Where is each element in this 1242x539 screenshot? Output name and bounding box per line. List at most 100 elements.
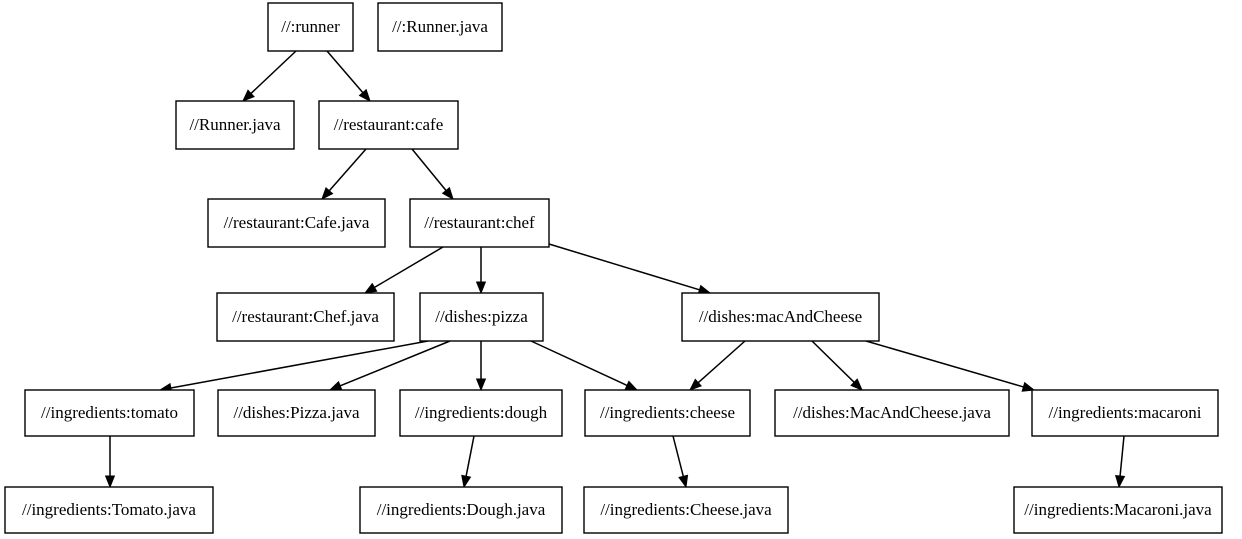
node-label: //ingredients:Tomato.java (22, 500, 196, 519)
node-label: //dishes:MacAndCheese.java (793, 403, 991, 422)
edge-line (697, 340, 746, 384)
graph-node[interactable]: //ingredients:Dough.java (359, 486, 563, 534)
edge-arrowhead-icon (678, 474, 689, 489)
edge-line (339, 340, 451, 387)
edge-arrowhead-icon (624, 380, 639, 391)
node-label: //ingredients:cheese (600, 403, 735, 422)
graph-node[interactable]: //restaurant:cafe (318, 100, 459, 150)
node-label: //ingredients:Cheese.java (600, 500, 772, 519)
node-label: //restaurant:chef (424, 213, 535, 232)
graph-node[interactable]: //ingredients:Macaroni.java (1013, 486, 1223, 534)
graph-node[interactable]: //ingredients:Cheese.java (583, 486, 789, 534)
graph-edge (321, 148, 367, 201)
edge-line (326, 50, 364, 94)
edge-arrowhead-icon (104, 475, 116, 489)
graph-edge (865, 340, 1036, 392)
node-box[interactable] (207, 198, 386, 248)
node-box[interactable] (175, 100, 295, 150)
edge-line (328, 148, 367, 192)
graph-node[interactable]: //:runner (267, 2, 354, 52)
graph-edge (672, 435, 689, 489)
node-box[interactable] (1013, 486, 1223, 534)
node-box[interactable] (377, 2, 503, 52)
graph-node[interactable]: //dishes:macAndCheese (681, 292, 880, 342)
graph-edge (475, 341, 487, 392)
graph-edge (475, 247, 487, 295)
graph-node[interactable]: //ingredients:macaroni (1031, 389, 1219, 437)
edge-arrowhead-icon (321, 186, 334, 201)
node-box[interactable] (24, 389, 195, 437)
graph-edge (530, 340, 639, 391)
graph-node[interactable]: //ingredients:cheese (584, 389, 751, 437)
graph-node[interactable]: //dishes:Pizza.java (217, 389, 376, 437)
edge-line (170, 340, 429, 389)
node-box[interactable] (359, 486, 563, 534)
graph-edge (363, 246, 444, 294)
edge-arrowhead-icon (441, 186, 454, 201)
graph-node[interactable]: //restaurant:Chef.java (216, 292, 395, 342)
node-box[interactable] (399, 389, 563, 437)
graph-edge (411, 148, 454, 201)
edge-arrowhead-icon (688, 378, 703, 391)
edge-line (465, 435, 475, 477)
node-label: //restaurant:Cafe.java (224, 213, 370, 232)
node-box[interactable] (419, 292, 544, 342)
graph-node[interactable]: //dishes:pizza (419, 292, 544, 342)
edge-line (1119, 435, 1125, 477)
node-label: //restaurant:Chef.java (232, 307, 379, 326)
node-box[interactable] (774, 389, 1010, 437)
edge-line (530, 340, 628, 387)
node-label: //ingredients:dough (415, 403, 548, 422)
edge-arrowhead-icon (328, 380, 343, 391)
node-box[interactable] (409, 198, 550, 248)
node-label: //:Runner.java (392, 17, 488, 36)
graph-node[interactable]: //restaurant:chef (409, 198, 550, 248)
graph-node[interactable]: //ingredients:Tomato.java (4, 486, 214, 534)
graph-edge (326, 50, 371, 103)
node-box[interactable] (583, 486, 789, 534)
node-label: //ingredients:tomato (41, 403, 178, 422)
node-label: //Runner.java (189, 115, 281, 134)
node-label: //dishes:macAndCheese (699, 307, 862, 326)
graph-edge (1115, 435, 1126, 489)
edge-line (865, 340, 1024, 388)
edge-arrowhead-icon (461, 474, 472, 489)
edge-arrowhead-icon (850, 378, 863, 391)
edge-line (672, 435, 685, 477)
graph-node[interactable]: //restaurant:Cafe.java (207, 198, 386, 248)
node-label: //dishes:pizza (435, 307, 528, 326)
graph-node[interactable]: //ingredients:tomato (24, 389, 195, 437)
graph-node[interactable]: //ingredients:dough (399, 389, 563, 437)
node-box[interactable] (584, 389, 751, 437)
node-box[interactable] (217, 389, 376, 437)
edge-arrowhead-icon (1021, 381, 1036, 392)
node-box[interactable] (267, 2, 354, 52)
nodes-layer: //:runner //:Runner.java //Runner.java //re… (4, 2, 1223, 534)
edge-line (411, 148, 447, 191)
edge-line (811, 340, 855, 383)
node-label: //:runner (281, 17, 340, 36)
graph-edge (688, 340, 746, 391)
edge-arrowhead-icon (358, 88, 371, 103)
node-box[interactable] (681, 292, 880, 342)
graph-node[interactable]: //Runner.java (175, 100, 295, 150)
node-label: //ingredients:Macaroni.java (1024, 500, 1212, 519)
graph-edge (811, 340, 863, 391)
node-box[interactable] (1031, 389, 1219, 437)
graph-node[interactable]: //dishes:MacAndCheese.java (774, 389, 1010, 437)
graph-edge (242, 50, 297, 102)
node-label: //restaurant:cafe (334, 115, 444, 134)
node-box[interactable] (4, 486, 214, 534)
edges-layer (104, 50, 1126, 489)
graph-node[interactable]: //:Runner.java (377, 2, 503, 52)
edge-arrowhead-icon (242, 89, 255, 102)
node-box[interactable] (318, 100, 459, 150)
node-label: //ingredients:Dough.java (377, 500, 546, 519)
edge-arrowhead-icon (363, 282, 378, 294)
edge-line (250, 50, 297, 94)
edge-arrowhead-icon (475, 281, 487, 295)
node-box[interactable] (216, 292, 395, 342)
node-label: //ingredients:macaroni (1049, 403, 1202, 422)
